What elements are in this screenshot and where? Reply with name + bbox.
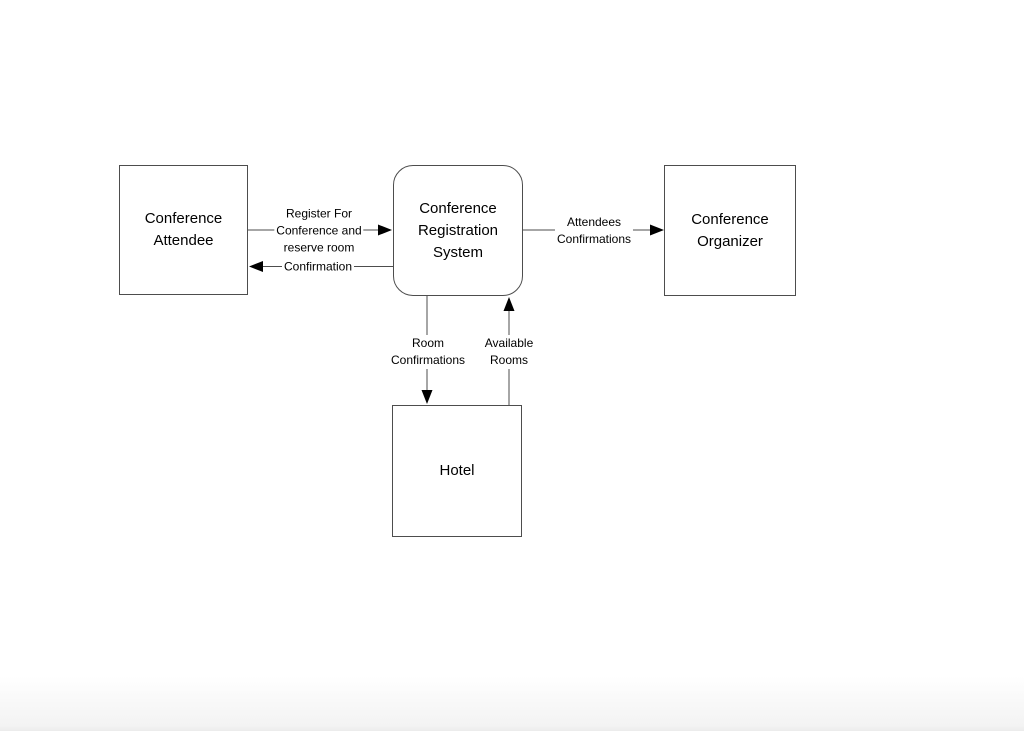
node-conference-registration-system: Conference Registration System	[393, 165, 523, 296]
node-conference-organizer: Conference Organizer	[664, 165, 796, 296]
node-hotel-label: Hotel	[439, 462, 475, 479]
edge-label-attendees-confirmations: Attendees Confirmations	[554, 214, 634, 248]
edge-attendees-confirmations-arrowhead-icon	[650, 224, 664, 236]
node-conference-organizer-label: Conference Organizer	[691, 210, 769, 250]
edge-label-register-for-conference: Register For Conference and reserve room	[274, 205, 364, 257]
edge-label-room-confirmations: Room Confirmations	[388, 335, 468, 369]
edge-register-arrowhead-icon	[378, 224, 392, 236]
edge-confirmation-arrowhead-icon	[249, 261, 263, 272]
edge-available-rooms-arrowhead-icon	[503, 297, 515, 311]
node-conference-registration-system-label: Conference Registration System	[417, 199, 499, 261]
edge-label-confirmation: Confirmation	[281, 258, 355, 276]
edge-room-confirmations-arrowhead-icon	[421, 390, 433, 404]
node-hotel: Hotel	[392, 405, 522, 537]
node-conference-attendee: Conference Attendee	[119, 165, 248, 295]
node-conference-attendee-label: Conference Attendee	[144, 210, 223, 249]
edge-label-available-rooms: Available Rooms	[482, 335, 536, 369]
